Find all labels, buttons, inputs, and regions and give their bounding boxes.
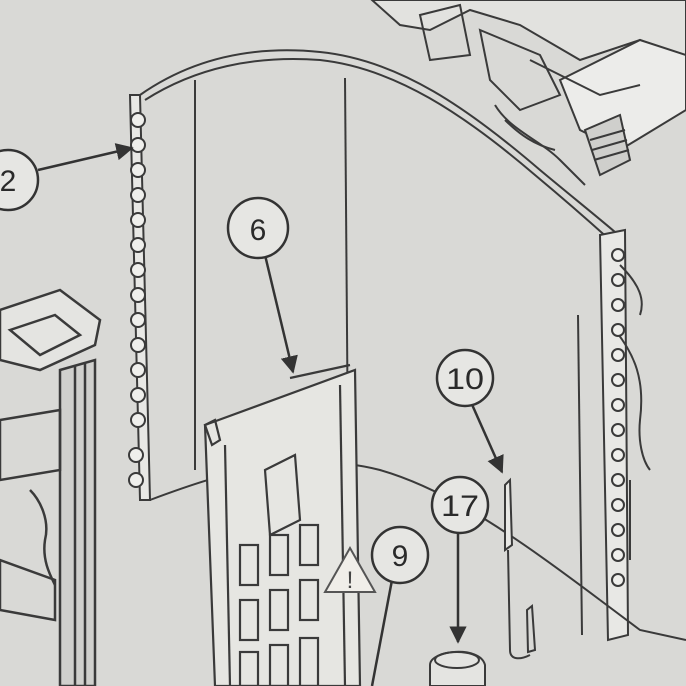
callout-17: 17: [430, 475, 490, 535]
leader-line-10: [468, 399, 504, 474]
coil-tube-bends-right: [611, 248, 625, 587]
leader-line-6: [263, 254, 298, 374]
callout-2: 2: [0, 148, 40, 212]
pipe-part-10: [504, 477, 537, 660]
left-frame-assembly: [0, 288, 102, 686]
callout-6-label: 6: [250, 214, 267, 247]
leader-line-9: [370, 579, 394, 686]
leader-line-2: [37, 143, 134, 172]
compressor-part-17: [429, 650, 486, 686]
partition-plate: [203, 363, 362, 686]
callout-6: 6: [226, 196, 290, 260]
warning-triangle-icon: !: [323, 545, 377, 594]
callout-10: 10: [435, 348, 495, 408]
callout-9: 9: [370, 525, 430, 585]
warning-symbol: !: [347, 567, 354, 594]
callout-17-label: 17: [441, 490, 479, 523]
coil-tube-bends-left: [128, 112, 146, 488]
callout-2-label: 2: [0, 165, 16, 198]
leader-lines: [37, 143, 504, 686]
callout-10-label: 10: [446, 363, 484, 396]
control-box-assembly: [370, 0, 686, 186]
callout-9-label: 9: [392, 540, 409, 573]
